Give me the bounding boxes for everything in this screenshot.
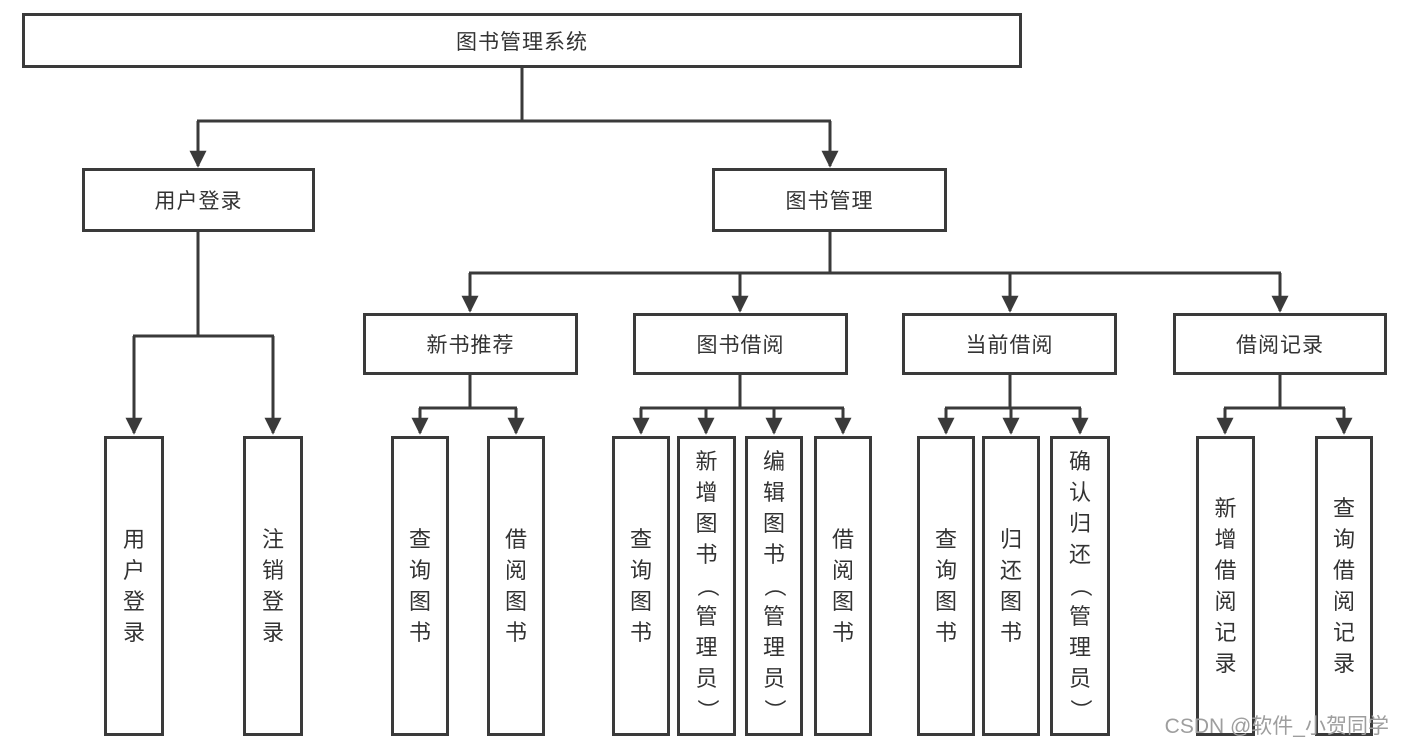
csdn-watermark: CSDN @软件_小贺同学 bbox=[1164, 715, 1389, 738]
node-leaf-borrow-books-recommend-label: 借阅图书 bbox=[504, 526, 527, 645]
node-leaf-add-borrow-record-label: 新增借阅记录 bbox=[1214, 495, 1237, 676]
node-library-system-label: 图书管理系统 bbox=[456, 30, 588, 54]
node-leaf-query-books-borrowing-label: 查询图书 bbox=[629, 526, 652, 645]
node-leaf-logout-label: 注销登录 bbox=[261, 526, 284, 645]
node-leaf-confirm-return-admin: 确认归还（管理员） bbox=[1050, 436, 1110, 736]
node-book-borrowing: 图书借阅 bbox=[633, 313, 848, 375]
node-new-book-recommend-label: 新书推荐 bbox=[426, 334, 515, 357]
node-user-login: 用户登录 bbox=[82, 168, 315, 232]
node-new-book-recommend: 新书推荐 bbox=[363, 313, 578, 375]
node-leaf-borrow-books-recommend: 借阅图书 bbox=[487, 436, 545, 736]
node-library-system: 图书管理系统 bbox=[22, 13, 1022, 68]
node-leaf-edit-books-admin: 编辑图书（管理员） bbox=[745, 436, 803, 736]
node-current-borrowing-label: 当前借阅 bbox=[965, 334, 1054, 357]
node-borrowing-records: 借阅记录 bbox=[1173, 313, 1387, 375]
node-leaf-user-login: 用户登录 bbox=[104, 436, 164, 736]
node-leaf-borrow-books-label: 借阅图书 bbox=[831, 526, 854, 645]
node-leaf-query-books-current-label: 查询图书 bbox=[934, 526, 957, 645]
node-leaf-confirm-return-admin-label: 确认归还（管理员） bbox=[1068, 449, 1093, 722]
node-leaf-query-borrow-record-label: 查询借阅记录 bbox=[1332, 495, 1355, 676]
node-leaf-add-books-admin-label: 新增图书（管理员） bbox=[694, 449, 720, 722]
node-leaf-query-books-recommend: 查询图书 bbox=[391, 436, 449, 736]
node-leaf-query-books-current: 查询图书 bbox=[917, 436, 975, 736]
node-user-login-label: 用户登录 bbox=[154, 190, 243, 213]
node-borrowing-records-label: 借阅记录 bbox=[1236, 334, 1324, 357]
node-current-borrowing: 当前借阅 bbox=[902, 313, 1117, 375]
node-leaf-query-books-recommend-label: 查询图书 bbox=[408, 526, 431, 645]
node-book-management-label: 图书管理 bbox=[785, 190, 874, 213]
node-leaf-logout: 注销登录 bbox=[243, 436, 303, 736]
node-leaf-borrow-books: 借阅图书 bbox=[814, 436, 872, 736]
node-leaf-return-books: 归还图书 bbox=[982, 436, 1040, 736]
node-leaf-return-books-label: 归还图书 bbox=[999, 526, 1022, 645]
node-leaf-query-books-borrowing: 查询图书 bbox=[612, 436, 670, 736]
node-leaf-query-borrow-record: 查询借阅记录 bbox=[1315, 436, 1373, 736]
node-book-management: 图书管理 bbox=[712, 168, 947, 232]
connector-rails bbox=[133, 68, 1345, 410]
node-leaf-user-login-label: 用户登录 bbox=[122, 526, 145, 645]
node-leaf-add-books-admin: 新增图书（管理员） bbox=[677, 436, 736, 736]
node-leaf-add-borrow-record: 新增借阅记录 bbox=[1196, 436, 1255, 736]
node-leaf-edit-books-admin-label: 编辑图书（管理员） bbox=[762, 449, 787, 722]
node-book-borrowing-label: 图书借阅 bbox=[696, 334, 785, 357]
